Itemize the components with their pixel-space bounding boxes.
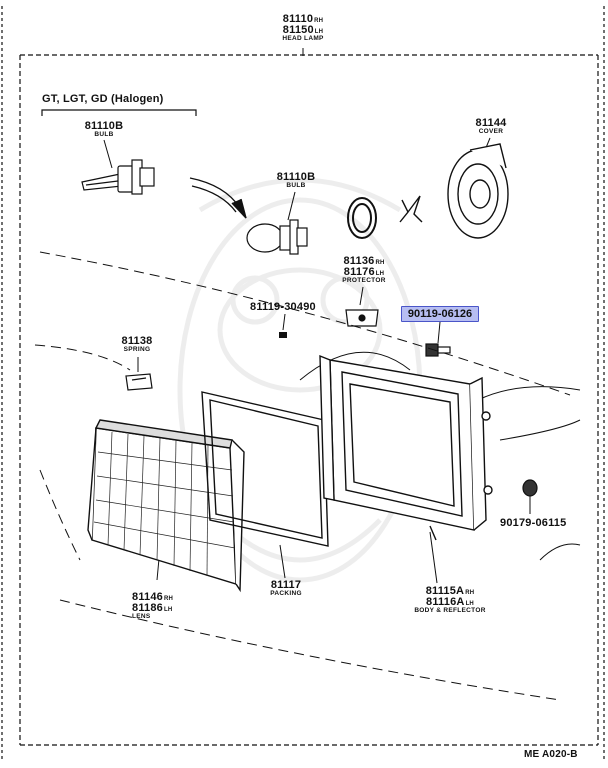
- lens-name: LENS: [132, 613, 151, 620]
- cover-drawing: [447, 143, 509, 239]
- assembly-frame: [19, 54, 599, 746]
- retaining-ring-drawing: [347, 197, 377, 239]
- lens-number-rh: 81146: [132, 591, 163, 603]
- nut-number: 90179-06115: [500, 517, 567, 529]
- bulb-halogen-name: BULB: [94, 131, 114, 138]
- halogen-bulb-drawing: [81, 159, 155, 195]
- protector-lh-suffix: LH: [375, 271, 385, 277]
- screw-drawing: [279, 332, 287, 338]
- assembly-name: HEAD LAMP: [282, 35, 324, 42]
- spring-drawing: [125, 373, 153, 391]
- spring-name: SPRING: [123, 346, 151, 353]
- packing-label: 81117 PACKING: [262, 580, 310, 598]
- protector-drawing: [345, 309, 379, 327]
- flow-arrow: [189, 177, 247, 219]
- assembly-label: 81110RH 81150LH HEAD LAMP: [263, 14, 343, 43]
- body-reflector-label: 81115ARH 81116ALH BODY & REFLECTOR: [402, 586, 498, 615]
- protector-label: 81136RH 81176LH PROTECTOR: [332, 256, 396, 285]
- protector-number-lh: 81176: [343, 266, 375, 278]
- bulb-standard-label: 81110B BULB: [268, 172, 324, 190]
- bulb-standard-number: 81110B: [276, 171, 316, 183]
- bulb-halogen-label: 81110B BULB: [78, 121, 130, 139]
- body-reflector-number-lh: 81116A: [426, 596, 465, 608]
- body-reflector-number-rh: 81115A: [425, 585, 465, 597]
- protector-name: PROTECTOR: [342, 277, 386, 284]
- variant-bracket: [41, 109, 197, 116]
- protector-rh-suffix: RH: [375, 260, 385, 266]
- body-reflector-rh-suffix: RH: [465, 590, 475, 596]
- bolt-highlight-box[interactable]: 90119-06126: [401, 306, 479, 322]
- bolt-drawing: [425, 343, 451, 357]
- assembly-rh-suffix: RH: [314, 18, 324, 24]
- cover-number: 81144: [475, 117, 507, 129]
- variant-note: GT, LGT, GD (Halogen): [42, 93, 164, 105]
- bolt-number: 90119-06126: [407, 308, 473, 320]
- assembly-part-lh: 81150: [282, 24, 314, 36]
- wire-clip-drawing: [399, 195, 423, 223]
- cover-name: COVER: [478, 128, 504, 135]
- bulb-halogen-number: 81110B: [84, 120, 124, 132]
- diagram-code: ME A020-B: [524, 749, 578, 760]
- leader-lines: [103, 137, 531, 584]
- body-reflector-drawing: [319, 354, 493, 541]
- lens-number-lh: 81186: [132, 602, 163, 614]
- packing-drawing: [201, 391, 329, 547]
- lens-drawing: [87, 419, 245, 593]
- packing-number: 81117: [270, 579, 302, 591]
- lens-lh-suffix: LH: [163, 607, 173, 613]
- cover-label: 81144 COVER: [466, 118, 516, 136]
- lens-grid: [93, 431, 236, 577]
- standard-bulb-drawing: [246, 219, 308, 255]
- vehicle-contour-lines: [34, 251, 571, 701]
- screw-number: 81119-30490: [250, 301, 316, 313]
- body-reflector-name: BODY & REFLECTOR: [414, 607, 486, 614]
- fender-outline: [299, 351, 581, 561]
- spring-number: 81138: [121, 335, 153, 347]
- bulb-standard-name: BULB: [286, 182, 306, 189]
- spring-label: 81138 SPRING: [112, 336, 162, 354]
- body-reflector-lh-suffix: LH: [465, 601, 474, 607]
- protector-number-rh: 81136: [343, 255, 375, 267]
- assembly-lh-suffix: LH: [314, 29, 324, 35]
- lens-rh-suffix: RH: [163, 596, 174, 602]
- assembly-part-rh: 81110: [282, 13, 314, 25]
- packing-name: PACKING: [270, 590, 302, 597]
- lens-label: 81146RH 81186LH LENS: [132, 592, 192, 621]
- nut-drawing: [522, 479, 538, 497]
